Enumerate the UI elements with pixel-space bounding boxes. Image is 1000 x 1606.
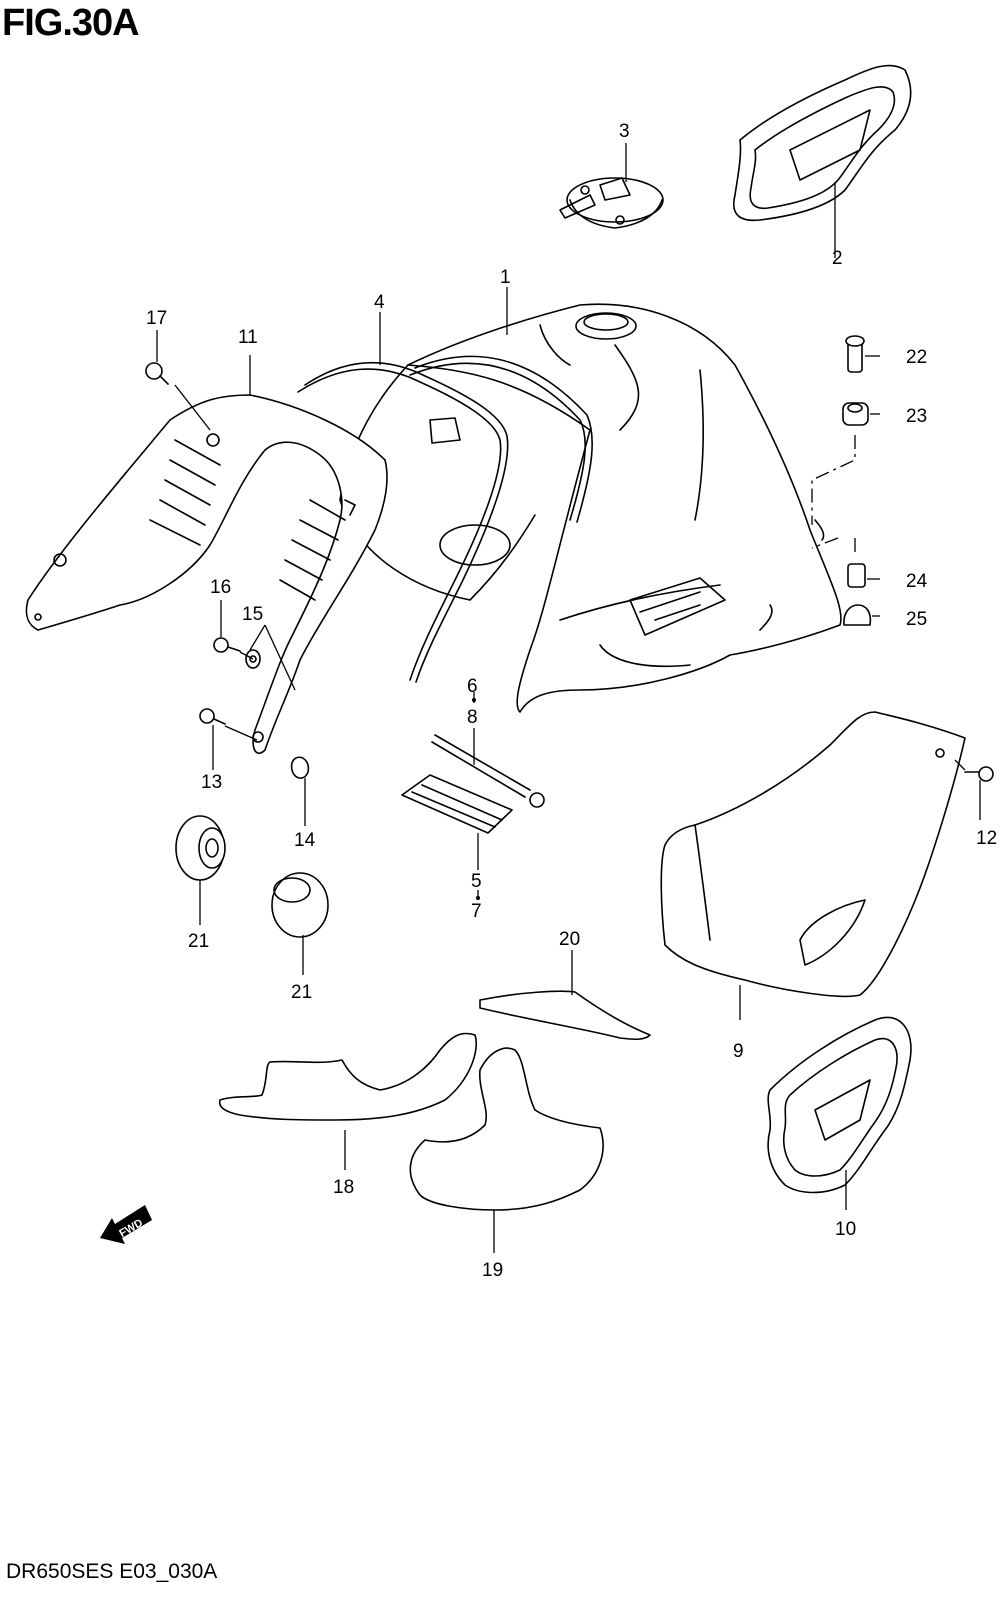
nut-14[interactable]: [290, 756, 310, 779]
callout-12: 12: [976, 828, 997, 849]
tank-emblem-upper[interactable]: [733, 64, 912, 222]
callout-8: 8: [467, 707, 478, 728]
bolt-17[interactable]: [145, 362, 169, 385]
callout-24: 24: [906, 571, 928, 592]
fuel-cap[interactable]: [559, 177, 664, 229]
callout-15: 15: [242, 604, 263, 625]
callout-23: 23: [906, 406, 927, 427]
callout-2: 2: [832, 248, 843, 269]
callout-3: 3: [619, 121, 630, 142]
figure-code: DR650SES E03_030A: [6, 1560, 218, 1583]
callout-17: 17: [146, 308, 167, 329]
left-shroud[interactable]: [25, 394, 388, 755]
under-tank-cushion-19[interactable]: [409, 1047, 604, 1211]
fuel-tank[interactable]: [339, 303, 842, 713]
callout-7: 7: [471, 901, 482, 922]
bolt-22[interactable]: [845, 335, 865, 373]
callout-10: 10: [835, 1219, 856, 1240]
leader-lines: [156, 143, 981, 1253]
bolt-12[interactable]: [964, 766, 994, 782]
shroud-emblem[interactable]: [767, 1016, 912, 1194]
callout-13: 13: [201, 772, 222, 793]
callout-6: 6: [467, 676, 478, 697]
cushion-25[interactable]: [843, 604, 872, 626]
under-tank-cushion-18[interactable]: [218, 1032, 477, 1121]
callout-22: 22: [906, 347, 927, 368]
collar-23[interactable]: [842, 402, 869, 426]
figure-title: FIG.30A: [2, 2, 140, 44]
bolt-13[interactable]: [199, 708, 226, 725]
callout-14: 14: [294, 830, 316, 851]
callout-9: 9: [733, 1041, 744, 1062]
callout-25: 25: [906, 609, 927, 630]
grommet-21a[interactable]: [175, 815, 226, 881]
callout-1: 1: [500, 267, 511, 288]
callout-20: 20: [559, 929, 580, 950]
callout-19: 19: [482, 1260, 503, 1281]
bolt-16[interactable]: [213, 637, 241, 653]
callout-21b: 21: [291, 982, 312, 1003]
callout-18: 18: [333, 1177, 354, 1198]
callout-4: 4: [374, 292, 385, 313]
right-shroud[interactable]: [660, 711, 966, 998]
callout-5: 5: [471, 871, 482, 892]
callout-11: 11: [238, 327, 258, 348]
heat-insulator-20[interactable]: [479, 990, 651, 1041]
grommet-21b[interactable]: [271, 872, 329, 938]
tank-trim-strip[interactable]: [297, 355, 593, 683]
spacer-24[interactable]: [847, 563, 866, 588]
fwd-arrow-icon: FWD: [100, 1205, 152, 1244]
callout-21a: 21: [188, 931, 209, 952]
callout-16: 16: [210, 577, 231, 598]
fuel-hose-clamp[interactable]: [431, 734, 545, 808]
tank-cushion-pad[interactable]: [401, 774, 513, 834]
callout-numbers: 1 2 3 4 6 8 5 7 9 10 11 12 13 14 15 16 1…: [146, 121, 997, 1281]
